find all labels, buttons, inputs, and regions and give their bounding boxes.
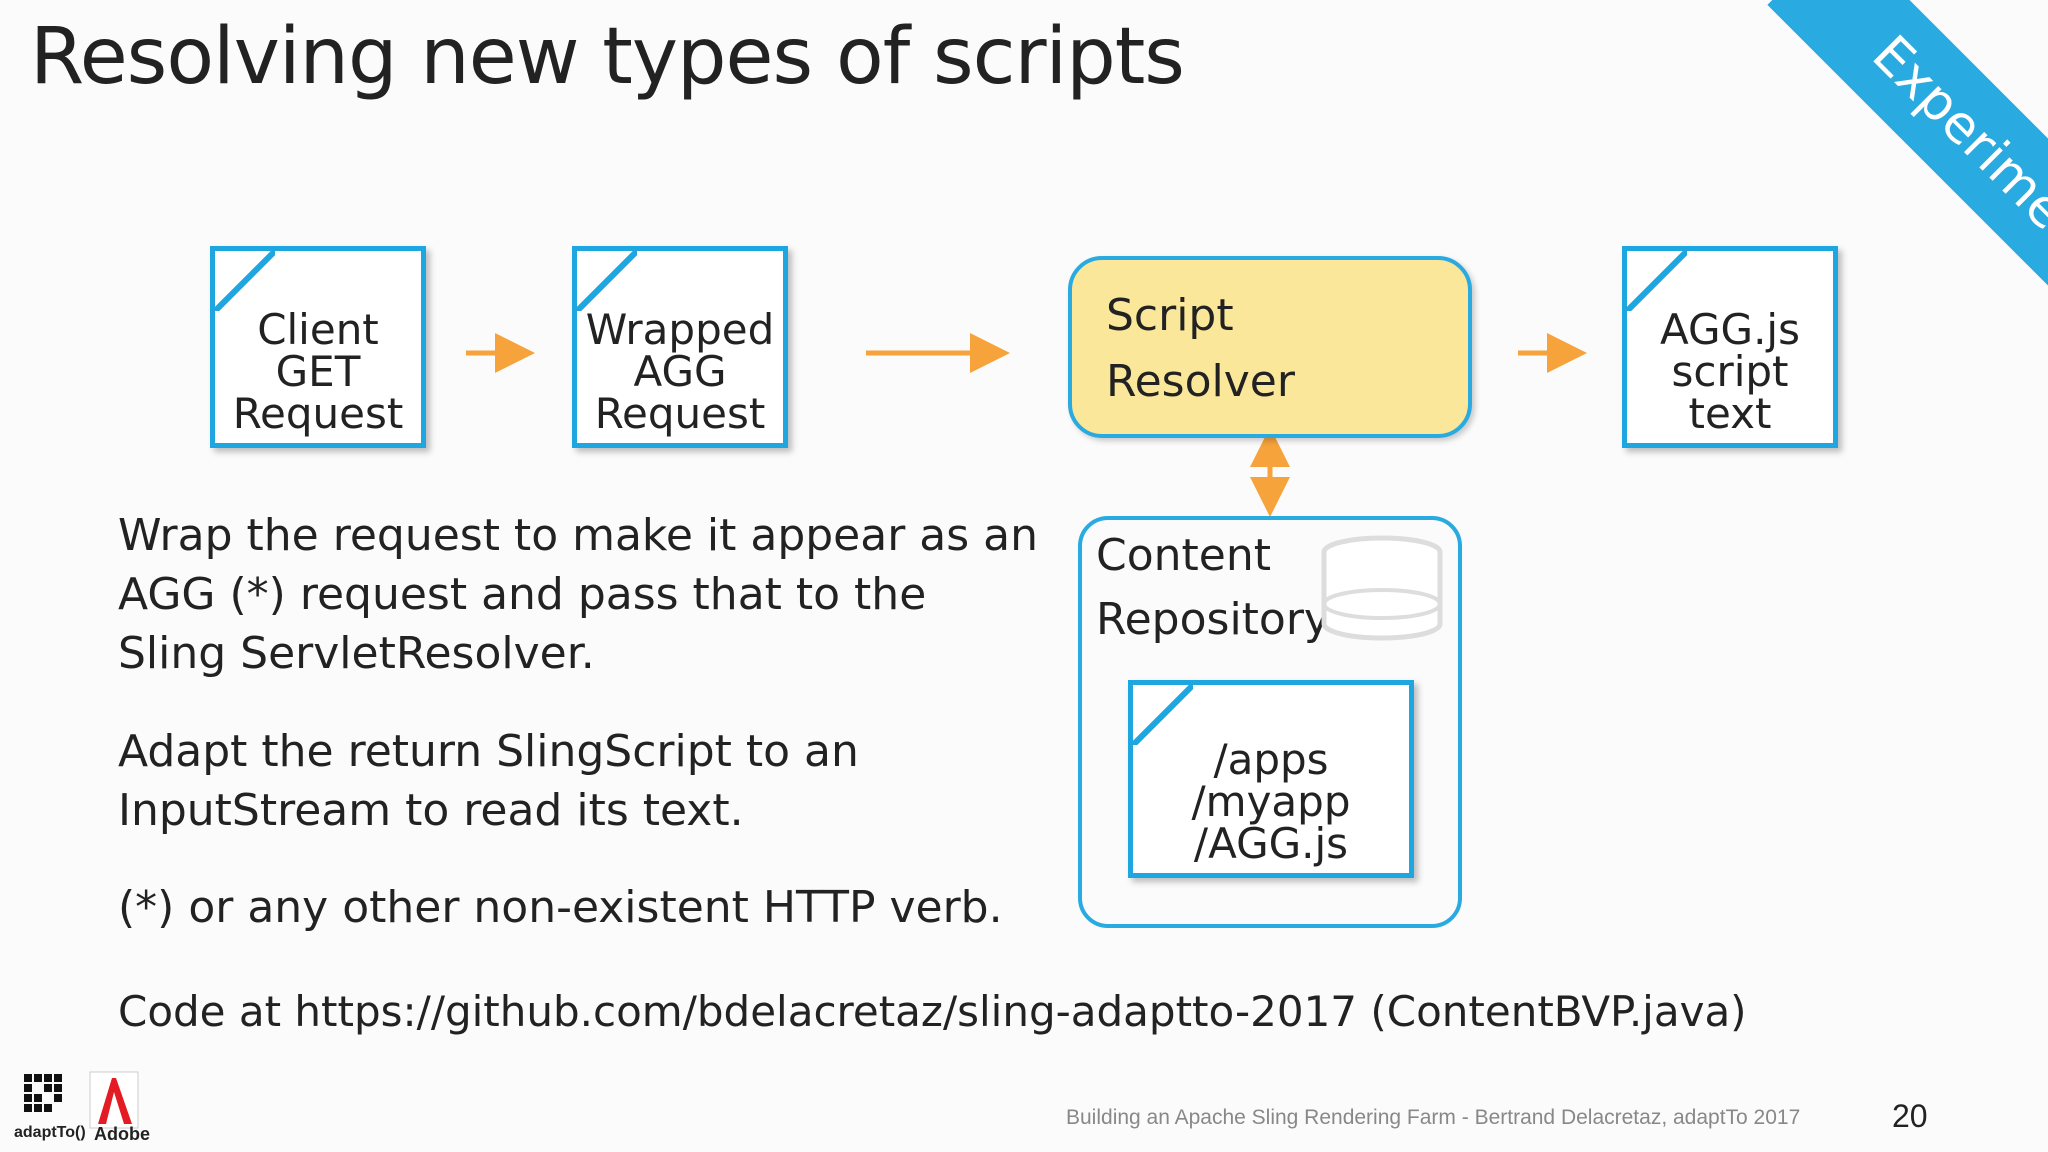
para2-line2: InputStream to read its text. xyxy=(118,785,744,836)
box-output-label: AGG.js script text xyxy=(1660,305,1800,438)
box-agg-script-text: AGG.js script text xyxy=(1622,246,1838,448)
page-fold-icon xyxy=(577,251,637,311)
slide-title: Resolving new types of scripts xyxy=(30,12,1185,102)
content-repository-box: Content Repository /apps /myapp /AGG.js xyxy=(1078,516,1462,928)
adaptto-logo-icon xyxy=(24,1071,139,1129)
adaptto-logo-label: adaptTo() xyxy=(14,1124,86,1141)
box-apps-myapp-agg: /apps /myapp /AGG.js xyxy=(1128,680,1414,878)
page-number: 20 xyxy=(1892,1098,1928,1134)
para3-line: (*) or any other non-existent HTTP verb. xyxy=(118,882,1003,933)
para1-line2: AGG (*) request and pass that to the xyxy=(118,569,927,620)
code-line[interactable]: Code at https://github.com/bdelacretaz/s… xyxy=(118,987,1747,1036)
box-wrapped-agg-request: Wrapped AGG Request xyxy=(572,246,788,448)
page-fold-icon xyxy=(1133,685,1193,745)
repo-line1: Content xyxy=(1096,530,1271,581)
resolver-line1: Script xyxy=(1106,290,1234,341)
box-wrapped-label: Wrapped AGG Request xyxy=(585,305,775,438)
para1-line1: Wrap the request to make it appear as an xyxy=(118,510,1039,561)
database-icon xyxy=(1321,535,1443,641)
paragraph-footnote: (*) or any other non-existent HTTP verb. xyxy=(118,878,1003,937)
para2-line1: Adapt the return SlingScript to an xyxy=(118,726,859,777)
footer-text: Building an Apache Sling Rendering Farm … xyxy=(1066,1106,1801,1129)
box-client-get-request: Client GET Request xyxy=(210,246,426,448)
footer-logos: adaptTo() Adobe xyxy=(10,1068,150,1152)
paragraph-code-link: Code at https://github.com/bdelacretaz/s… xyxy=(118,982,1747,1041)
page-fold-icon xyxy=(1627,251,1687,311)
paragraph-wrap: Wrap the request to make it appear as an… xyxy=(118,506,1038,683)
paragraph-adapt: Adapt the return SlingScript to an Input… xyxy=(118,722,859,840)
resolver-line2: Resolver xyxy=(1106,356,1295,407)
script-resolver-box: Script Resolver xyxy=(1068,256,1472,438)
page-fold-icon xyxy=(215,251,275,311)
box-client-label: Client GET Request xyxy=(232,305,404,438)
box-apps-label: /apps /myapp /AGG.js xyxy=(1191,735,1351,868)
para1-line3: Sling ServletResolver. xyxy=(118,628,595,679)
repo-line2: Repository xyxy=(1096,594,1330,645)
adobe-logo-label: Adobe xyxy=(94,1124,150,1144)
